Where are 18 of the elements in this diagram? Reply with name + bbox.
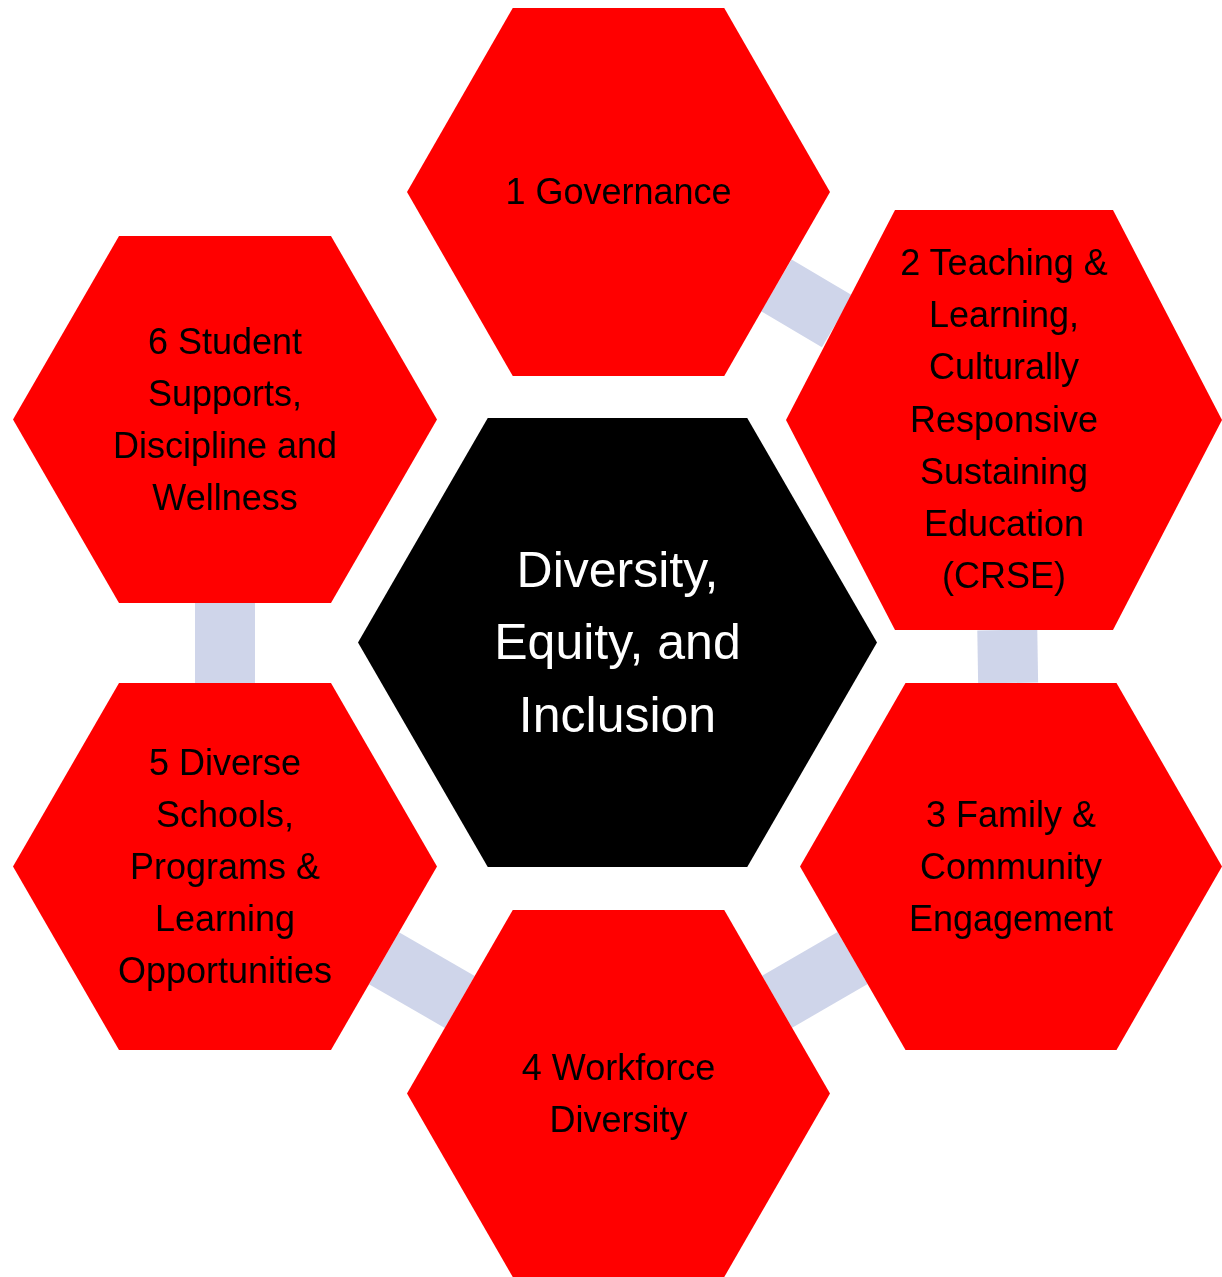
connector-band [762, 932, 868, 1028]
hexagon-label: 5 Diverse Schools, Programs & Learning Opportunities [116, 740, 334, 993]
hexagon [407, 910, 830, 1277]
hexagon-label: 1 Governance [504, 169, 733, 214]
connector-band [761, 259, 853, 348]
hexagon-label: Diversity, Equity, and Inclusion [493, 540, 742, 745]
hexagon [358, 418, 877, 867]
hexagon-label: 4 Workforce Diversity [520, 1045, 717, 1142]
hexagon-label: 3 Family & Community Engagement [907, 792, 1115, 941]
hexagon [13, 683, 437, 1050]
hexagon-label: 2 Teaching & Learning, Culturally Responsive Sustaining Education (CRSE) [899, 241, 1109, 599]
hexagon [13, 236, 437, 603]
hexagon-label: 6 Student Supports, Discipline and Wellness [111, 319, 339, 520]
connector-band [369, 932, 475, 1028]
hexagon [407, 8, 830, 376]
hexagon [786, 210, 1222, 630]
hexagon [800, 683, 1222, 1050]
connector-band [977, 629, 1039, 684]
